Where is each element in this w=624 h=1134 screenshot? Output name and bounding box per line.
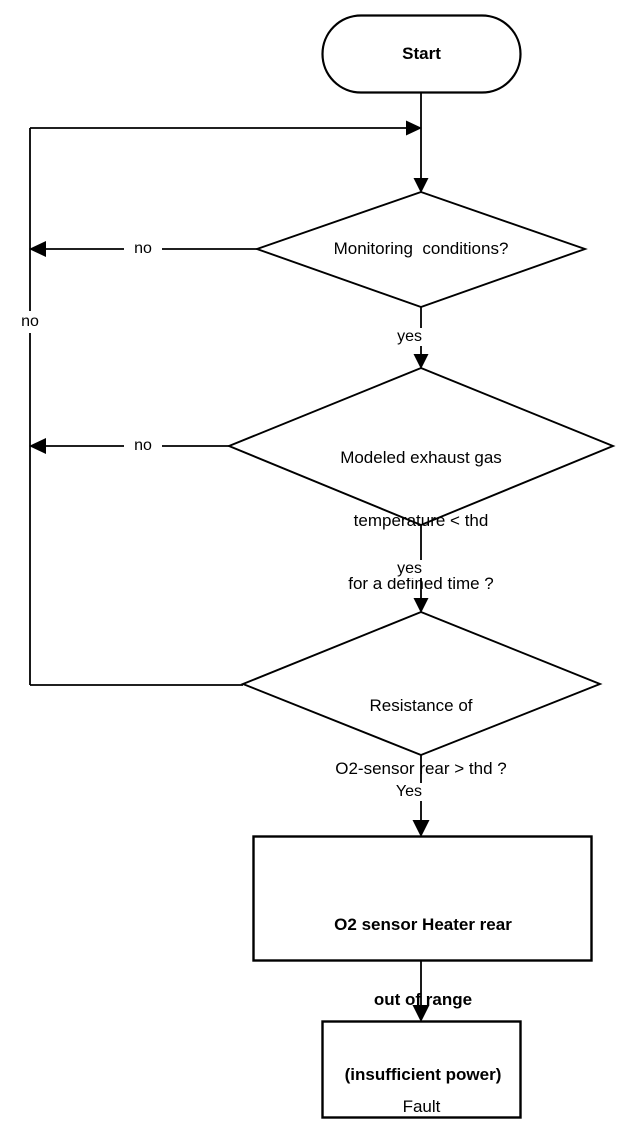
temperature-decision-shape[interactable] [226,366,616,527]
arrowhead-into-fault-detected [412,820,430,837]
arrowhead-into-fault-management [412,1005,430,1022]
fault-detected-node-shape[interactable] [252,835,593,962]
arrowhead-into-temperature [413,354,429,369]
arrowhead-loopback-into-spine [406,120,422,136]
arrowhead-temperature-no [29,438,46,454]
arrowhead-into-resistance [413,598,429,613]
fault-management-node-shape[interactable] [321,1020,522,1119]
edge-label-monitoring-no: no [124,240,162,258]
start-node-shape[interactable] [321,14,522,94]
edge-label-rail-no: no [16,311,44,333]
monitoring-decision-shape[interactable] [254,190,588,309]
resistance-decision-shape[interactable] [240,610,603,757]
arrowhead-into-monitoring [413,178,429,193]
arrowhead-monitoring-no [29,241,46,257]
edge-label-resistance-yes: Yes [386,783,424,801]
edge-label-temperature-no: no [124,437,162,455]
edge-label-temperature-yes: yes [386,560,424,578]
edge-label-monitoring-yes: yes [386,328,424,346]
